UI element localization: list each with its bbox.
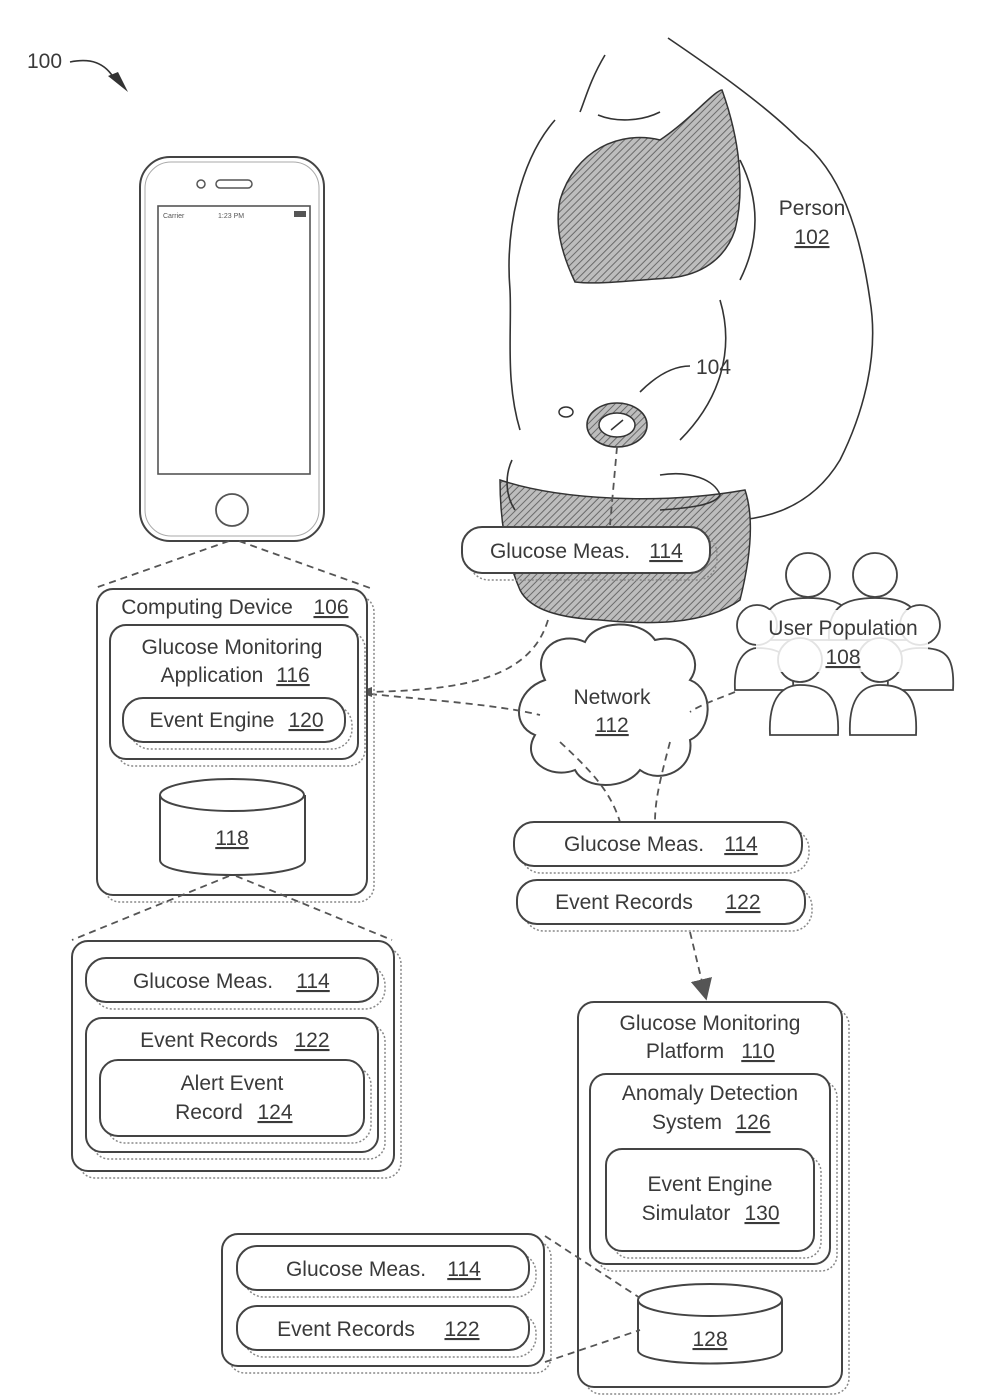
platform-event-records-label: Event Records: [277, 1318, 415, 1341]
platform-ref: 110: [741, 1040, 774, 1063]
platform-glucose-meas-pill: Glucose Meas. 114: [237, 1246, 536, 1297]
person-ref: 102: [794, 226, 829, 249]
platform-glucose-meas-label: Glucose Meas.: [286, 1258, 426, 1281]
figure-ref-label: 100: [27, 50, 62, 73]
local-glucose-meas-label: Glucose Meas.: [133, 970, 273, 993]
network-glucose-meas-ref: 114: [724, 833, 758, 856]
network-glucose-meas-label: Glucose Meas.: [564, 833, 704, 856]
storage-128-icon: 128: [638, 1284, 782, 1364]
simulator-line2: Simulator: [642, 1202, 731, 1225]
device-to-network-link: [370, 694, 540, 715]
platform-line1: Glucose Monitoring: [620, 1012, 801, 1035]
storage-118-ref: 118: [215, 827, 248, 850]
anomaly-ref: 126: [735, 1111, 770, 1134]
person-glucose-meas-pill: Glucose Meas. 114: [462, 527, 717, 580]
figure-ref-arrow: [108, 72, 128, 92]
network-glucose-meas-pill: Glucose Meas. 114: [514, 822, 809, 873]
sensor-ref-label: 104: [696, 356, 731, 379]
local-event-records-ref: 122: [294, 1029, 329, 1052]
computing-device-label: Computing Device: [121, 596, 293, 619]
alert-event-line2: Record: [175, 1101, 243, 1124]
event-engine-box: Event Engine 120: [123, 698, 352, 749]
simulator-line1: Event Engine: [648, 1173, 773, 1196]
platform-glucose-meas-ref: 114: [447, 1258, 481, 1281]
alert-event-ref: 124: [257, 1101, 292, 1124]
simulator-box: Event Engine Simulator 130: [606, 1149, 821, 1258]
network-event-records-pill: Event Records 122: [517, 880, 812, 931]
glucose-app-line2: Application: [161, 664, 264, 687]
records-to-platform-arrow: [690, 932, 704, 990]
local-glucose-meas-ref: 114: [296, 970, 330, 993]
phone-carrier: Carrier: [163, 213, 185, 220]
network-event-records-label: Event Records: [555, 891, 693, 914]
phone-zoom-line-right: [239, 541, 370, 588]
glucose-meas-ref: 114: [649, 540, 683, 563]
glucose-sensor-icon: [587, 403, 647, 447]
anomaly-line1: Anomaly Detection: [622, 1082, 798, 1105]
network-label: Network: [573, 686, 651, 709]
local-event-records-label: Event Records: [140, 1029, 278, 1052]
alert-event-line1: Alert Event: [181, 1072, 284, 1095]
sensor-leader-line: [640, 366, 690, 392]
sensor-to-device-link: [368, 620, 548, 692]
user-population-ref: 108: [825, 646, 860, 669]
alert-event-record-box: Alert Event Record 124: [100, 1060, 371, 1143]
user-population-label: User Population: [768, 617, 917, 640]
storage-118-icon: 118: [160, 779, 305, 875]
phone-time: 1:23 PM: [218, 213, 244, 220]
event-engine-ref: 120: [288, 709, 323, 732]
local-glucose-meas-pill: Glucose Meas. 114: [86, 958, 385, 1009]
person-label: Person: [779, 197, 846, 220]
phone-zoom-line-left: [95, 541, 229, 588]
smartphone-icon: Carrier 1:23 PM: [140, 157, 324, 541]
anomaly-line2: System: [652, 1111, 722, 1134]
glucose-meas-label: Glucose Meas.: [490, 540, 630, 563]
platform-event-records-ref: 122: [444, 1318, 479, 1341]
computing-device-ref: 106: [313, 596, 348, 619]
user-population-icon: [735, 553, 953, 735]
glucose-app-ref: 116: [276, 664, 309, 687]
storage-128-ref: 128: [692, 1328, 727, 1351]
event-engine-label: Event Engine: [150, 709, 275, 732]
platform-event-records-pill: Event Records 122: [237, 1306, 536, 1357]
platform-line2: Platform: [646, 1040, 724, 1063]
glucose-app-line1: Glucose Monitoring: [142, 636, 323, 659]
network-event-records-ref: 122: [725, 891, 760, 914]
network-ref: 112: [595, 714, 628, 737]
glucose-app-box: Glucose Monitoring Application 116: [110, 625, 365, 766]
simulator-ref: 130: [744, 1202, 779, 1225]
figure-ref-leader: [70, 61, 115, 80]
